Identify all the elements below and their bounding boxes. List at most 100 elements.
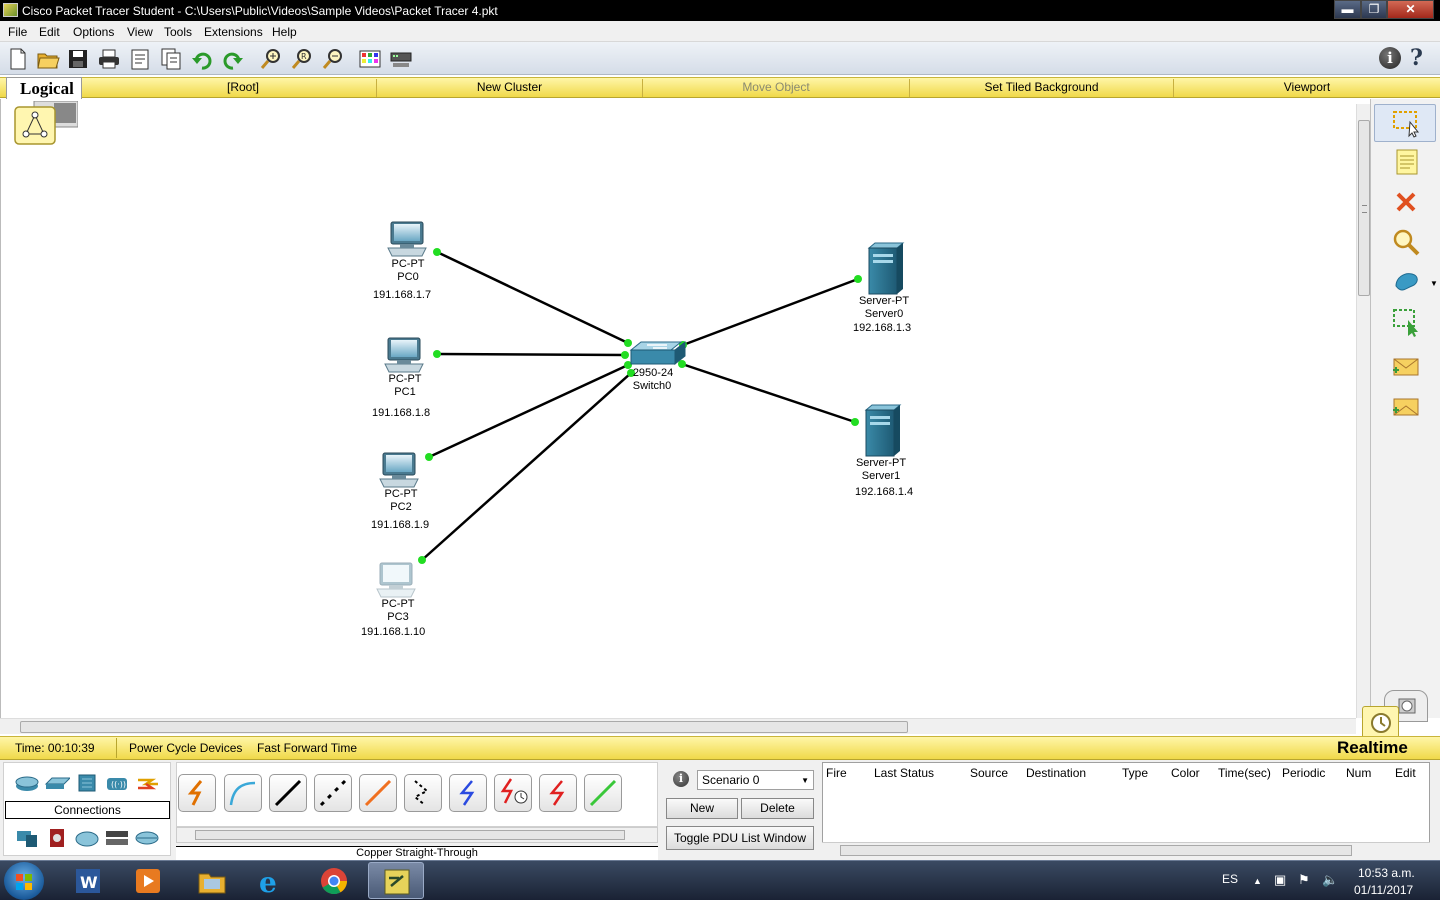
phone-cable-icon[interactable]: [404, 774, 442, 812]
workspace-horizontal-scrollbar[interactable]: [0, 718, 1356, 734]
add-complex-pdu-icon[interactable]: [1390, 390, 1422, 422]
tray-clock-time[interactable]: 10:53 a.m.: [1358, 866, 1415, 880]
inspect-icon[interactable]: [1390, 226, 1422, 258]
activity-wizard-icon[interactable]: [128, 47, 152, 71]
menu-options[interactable]: Options: [73, 25, 115, 39]
pc0-icon[interactable]: [387, 221, 427, 257]
taskbar-chrome-icon[interactable]: [306, 862, 362, 899]
move-object-button[interactable]: Move Object: [742, 80, 810, 94]
wan-emulation-icon[interactable]: [44, 827, 70, 849]
tray-clock-date[interactable]: 01/11/2017: [1354, 883, 1414, 897]
cable-types-scroll-thumb[interactable]: [195, 830, 625, 840]
taskbar-explorer-icon[interactable]: [184, 862, 240, 899]
root-button[interactable]: [Root]: [226, 80, 259, 94]
copper-straight-through-icon[interactable]: [269, 774, 307, 812]
fiber-icon[interactable]: [359, 774, 397, 812]
close-button[interactable]: ✕: [1387, 0, 1434, 19]
horizontal-scroll-thumb[interactable]: [20, 721, 908, 733]
custom-made-devices-icon[interactable]: [74, 827, 100, 849]
server0-icon[interactable]: [867, 242, 905, 295]
multiuser-connection-icon[interactable]: [104, 827, 130, 849]
palette-icon[interactable]: [358, 47, 382, 71]
print-icon[interactable]: [97, 47, 121, 71]
pc1-icon[interactable]: [384, 337, 424, 373]
viewport-button[interactable]: Viewport: [1283, 80, 1331, 94]
set-tiled-background-button[interactable]: Set Tiled Background: [984, 80, 1099, 94]
resize-shape-icon[interactable]: [1390, 306, 1422, 338]
draw-shape-icon[interactable]: [1390, 266, 1422, 298]
maximize-button[interactable]: ❐: [1361, 0, 1387, 19]
help-icon[interactable]: ?: [1410, 45, 1423, 71]
link-server1-switch0[interactable]: [681, 362, 856, 424]
menu-tools[interactable]: Tools: [164, 25, 193, 39]
delete-scenario-button[interactable]: Delete: [741, 798, 814, 819]
draw-shape-dropdown-arrow[interactable]: ▼: [1430, 279, 1438, 288]
fast-forward-time-button[interactable]: Fast Forward Time: [257, 741, 358, 755]
wireless-devices-icon[interactable]: ((·)): [104, 772, 130, 794]
link-server0-switch0[interactable]: [682, 277, 859, 347]
switches-icon[interactable]: [44, 772, 72, 794]
menu-help[interactable]: Help: [272, 25, 297, 39]
new-cluster-button[interactable]: New Cluster: [476, 80, 543, 94]
note-icon[interactable]: [1390, 146, 1422, 178]
zoom-out-icon[interactable]: [321, 47, 345, 71]
tray-network-icon[interactable]: ▣: [1274, 872, 1287, 887]
new-scenario-button[interactable]: New: [666, 798, 738, 819]
link-pc0-switch0[interactable]: [436, 250, 629, 345]
taskbar-media-player-icon[interactable]: [120, 862, 176, 899]
tray-language[interactable]: ES: [1222, 872, 1239, 886]
tray-action-center-icon[interactable]: ⚑: [1298, 872, 1310, 887]
connections-category-icon[interactable]: [134, 772, 160, 794]
link-pc2-switch0[interactable]: [428, 363, 629, 459]
save-icon[interactable]: [66, 47, 90, 71]
copper-cross-over-icon[interactable]: [314, 774, 352, 812]
delete-icon[interactable]: [1390, 186, 1422, 218]
network-devices-icon[interactable]: [14, 772, 40, 794]
tray-show-hidden-icon[interactable]: ▲: [1253, 876, 1262, 886]
console-cable-icon[interactable]: [224, 774, 262, 812]
workspace-vertical-scrollbar[interactable]: [1356, 104, 1370, 718]
pdu-table-scroll-thumb[interactable]: [840, 845, 1352, 856]
power-cycle-devices-button[interactable]: Power Cycle Devices: [129, 741, 243, 755]
serial-dte-icon[interactable]: [539, 774, 577, 812]
start-button[interactable]: [4, 862, 44, 900]
undo-icon[interactable]: [190, 47, 214, 71]
serial-dce-icon[interactable]: [494, 774, 532, 812]
scenario-dropdown[interactable]: Scenario 0: [697, 770, 814, 790]
end-devices-icon[interactable]: [14, 827, 40, 849]
automatic-connection-icon[interactable]: [178, 774, 216, 812]
realtime-mode-icon[interactable]: [1362, 706, 1399, 738]
switch0-icon[interactable]: [629, 340, 686, 366]
hubs-icon[interactable]: [74, 772, 100, 794]
scenario-info-icon[interactable]: i: [673, 771, 689, 787]
logical-tab[interactable]: Logical: [6, 77, 82, 99]
pc3-icon[interactable]: [376, 562, 416, 598]
coaxial-cable-icon[interactable]: [449, 774, 487, 812]
taskbar-word-icon[interactable]: W: [60, 862, 116, 899]
minimize-button[interactable]: ▬: [1334, 0, 1361, 19]
cloud-devices-icon[interactable]: [134, 827, 160, 849]
add-simple-pdu-icon[interactable]: [1390, 350, 1422, 382]
tray-volume-icon[interactable]: 🔈: [1322, 872, 1339, 887]
redo-icon[interactable]: [221, 47, 245, 71]
taskbar-internet-explorer-icon[interactable]: e: [244, 862, 300, 899]
menu-edit[interactable]: Edit: [39, 25, 60, 39]
menu-view[interactable]: View: [127, 25, 153, 39]
zoom-reset-icon[interactable]: R: [290, 47, 314, 71]
menu-extensions[interactable]: Extensions: [204, 25, 263, 39]
cable-types-scrollbar[interactable]: [176, 827, 658, 843]
new-icon[interactable]: [6, 47, 30, 71]
info-icon[interactable]: i: [1379, 47, 1401, 69]
vertical-scroll-thumb[interactable]: [1358, 120, 1370, 296]
copy-icon[interactable]: [159, 47, 183, 71]
cluster-navigation-icon[interactable]: [14, 100, 79, 145]
toggle-pdu-list-window-button[interactable]: Toggle PDU List Window: [666, 826, 814, 850]
taskbar-packet-tracer-icon[interactable]: [368, 862, 424, 899]
menu-file[interactable]: File: [8, 25, 28, 39]
custom-device-icon[interactable]: [389, 47, 413, 71]
open-icon[interactable]: [36, 47, 60, 71]
pdu-table-scrollbar[interactable]: [822, 842, 1430, 858]
server1-icon[interactable]: [864, 404, 902, 457]
octal-cable-icon[interactable]: [584, 774, 622, 812]
logical-workspace[interactable]: [0, 99, 1356, 718]
